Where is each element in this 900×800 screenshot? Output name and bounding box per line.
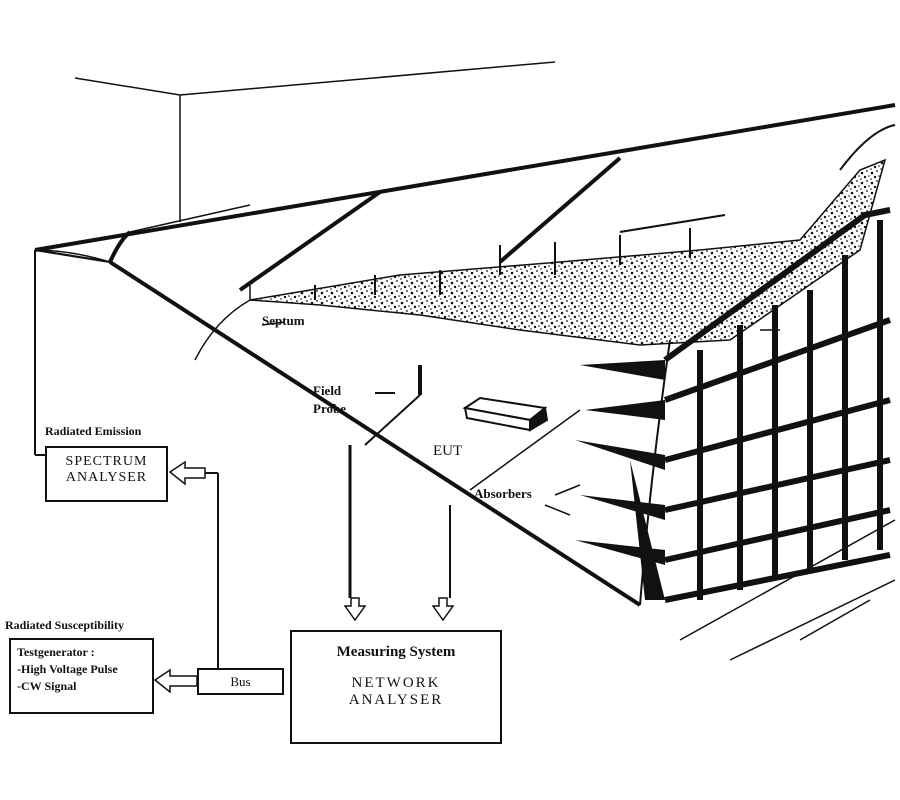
absorbers-label: Absorbers bbox=[474, 486, 532, 501]
test-generator-box: Testgenerator : -High Voltage Pulse -CW … bbox=[9, 638, 154, 714]
absorber-wall bbox=[663, 207, 892, 603]
field-probe-label-line1: Field bbox=[313, 383, 342, 398]
field-probe-icon bbox=[348, 365, 451, 598]
network-analyser-line1: NETWORK bbox=[351, 675, 441, 691]
spectrum-analyser-line1: SPECTRUM bbox=[65, 454, 148, 469]
absorber-cones bbox=[575, 360, 665, 600]
septum-surface bbox=[249, 158, 887, 346]
septum-probes bbox=[314, 214, 726, 300]
septum-label: Septum bbox=[262, 313, 305, 328]
eut-label: EUT bbox=[433, 443, 463, 459]
bus-label: Bus bbox=[230, 674, 251, 689]
bus-box: Bus bbox=[197, 668, 284, 695]
measuring-system-title: Measuring System bbox=[336, 644, 456, 660]
spectrum-analyser-line2: ANALYSER bbox=[65, 470, 148, 485]
test-generator-title: Testgenerator : bbox=[17, 645, 95, 659]
radiated-emission-label: Radiated Emission bbox=[45, 424, 142, 438]
spectrum-analyser-box: SPECTRUM ANALYSER bbox=[45, 446, 168, 502]
signal-lines bbox=[34, 250, 219, 668]
eut-box-icon bbox=[462, 396, 549, 432]
network-analyser-line2: ANALYSER bbox=[348, 692, 444, 708]
arrow-probe-to-measuring-icon bbox=[343, 597, 367, 622]
test-generator-item-cw: -CW Signal bbox=[17, 679, 77, 693]
arrow-to-spectrum-analyser-icon bbox=[168, 460, 206, 486]
cell-outline bbox=[34, 103, 896, 661]
arrow-to-test-generator-icon bbox=[153, 668, 198, 694]
measuring-system-box: Measuring System NETWORK ANALYSER bbox=[290, 630, 502, 744]
radiated-susceptibility-label: Radiated Susceptibility bbox=[5, 618, 125, 632]
arrow-eut-to-measuring-icon bbox=[431, 597, 455, 622]
field-probe-label-line2: Probe bbox=[313, 401, 346, 416]
support-frame bbox=[74, 61, 556, 222]
test-generator-item-high-voltage: -High Voltage Pulse bbox=[17, 662, 118, 676]
